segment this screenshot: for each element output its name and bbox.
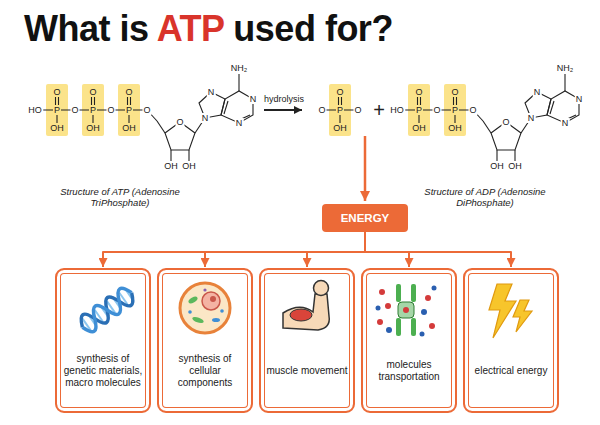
- atom-label: N: [207, 87, 216, 97]
- atom-label: HO: [27, 105, 43, 115]
- atom-label: N: [561, 118, 570, 128]
- atom-label: OH: [489, 161, 505, 171]
- dna-icon: [77, 285, 138, 336]
- atom-label: O: [501, 117, 510, 127]
- energy-label: ENERGY: [341, 212, 390, 224]
- atom-label: P: [336, 105, 344, 115]
- atom-label: OH: [49, 123, 65, 133]
- use-box: synthesis of genetic materials, macro mo…: [55, 268, 151, 413]
- atom-label: P: [451, 105, 459, 115]
- bond-line: [564, 74, 565, 91]
- use-label: synthesis of genetic materials, macro mo…: [62, 353, 144, 389]
- muscle-arm-icon: [283, 281, 329, 331]
- atom-label: O: [317, 105, 326, 115]
- atom-label: OH: [163, 161, 179, 171]
- lightning-icon: [489, 284, 532, 338]
- atom-label: N: [575, 94, 584, 104]
- bond-line: [224, 101, 228, 114]
- energy-connector: [307, 232, 365, 267]
- atom-label: OH: [411, 123, 427, 133]
- energy-connector: [205, 232, 365, 267]
- page-title: What is ATP used for?: [24, 8, 393, 50]
- structure-caption: Structure of ADP (Adenosine DiPhosphate): [419, 186, 551, 208]
- use-box: electrical energy: [463, 268, 559, 413]
- energy-connector: [365, 232, 511, 267]
- use-box: muscle movement: [259, 268, 355, 413]
- membrane-transport-icon: [376, 284, 437, 337]
- use-box: synthesis of cellular components: [157, 268, 253, 413]
- atom-label: O: [70, 105, 79, 115]
- energy-connector: [103, 232, 365, 267]
- atom-label: NH₂: [230, 63, 249, 73]
- atom-label: OH: [332, 123, 348, 133]
- atom-label: O: [142, 105, 151, 115]
- atom-label: P: [415, 105, 423, 115]
- energy-connector: [365, 232, 409, 267]
- atom-label: N: [533, 87, 542, 97]
- atom-label: N: [249, 94, 258, 104]
- atom-label: P: [53, 105, 61, 115]
- energy-arrow: [364, 136, 367, 201]
- use-label: muscle movement: [266, 365, 348, 377]
- atom-label: O: [432, 105, 441, 115]
- atom-label: OH: [181, 161, 197, 171]
- atom-label: HO: [389, 105, 405, 115]
- use-label: electrical energy: [470, 365, 552, 377]
- use-label: molecules transportation: [368, 359, 450, 383]
- atom-label: N: [527, 113, 536, 123]
- atom-label: OH: [121, 123, 137, 133]
- bond-line: [483, 121, 491, 133]
- atom-label: O: [88, 87, 97, 97]
- bond-line: [550, 101, 554, 114]
- bond-line: [238, 74, 239, 91]
- atom-label: OH: [447, 123, 463, 133]
- atom-label: OH: [507, 161, 523, 171]
- plus-sign: +: [372, 100, 386, 120]
- bond-line: [157, 121, 165, 133]
- molecule-structures: [35, 74, 579, 162]
- atom-label: O: [353, 105, 362, 115]
- atom-label: OH: [85, 123, 101, 133]
- title-highlight: ATP: [157, 8, 224, 49]
- atom-label: O: [468, 105, 477, 115]
- atom-label: P: [125, 105, 133, 115]
- atom-label: O: [124, 87, 133, 97]
- use-box: molecules transportation: [361, 268, 457, 413]
- atom-label: O: [335, 87, 344, 97]
- atom-label: O: [175, 117, 184, 127]
- atom-label: N: [201, 113, 210, 123]
- atom-label: P: [89, 105, 97, 115]
- use-label: synthesis of cellular components: [164, 353, 246, 389]
- atom-label: hydrolysis: [263, 94, 305, 104]
- atom-label: NH₂: [556, 63, 575, 73]
- atom-label: O: [52, 87, 61, 97]
- energy-box: ENERGY: [322, 204, 408, 232]
- cell-icon: [180, 283, 230, 333]
- atom-label: N: [235, 118, 244, 128]
- atom-label: O: [450, 87, 459, 97]
- reaction-arrow: [264, 109, 302, 111]
- atom-label: O: [414, 87, 423, 97]
- atom-label: O: [106, 105, 115, 115]
- structure-caption: Structure of ATP (Adenosine TriPhosphate…: [54, 186, 186, 208]
